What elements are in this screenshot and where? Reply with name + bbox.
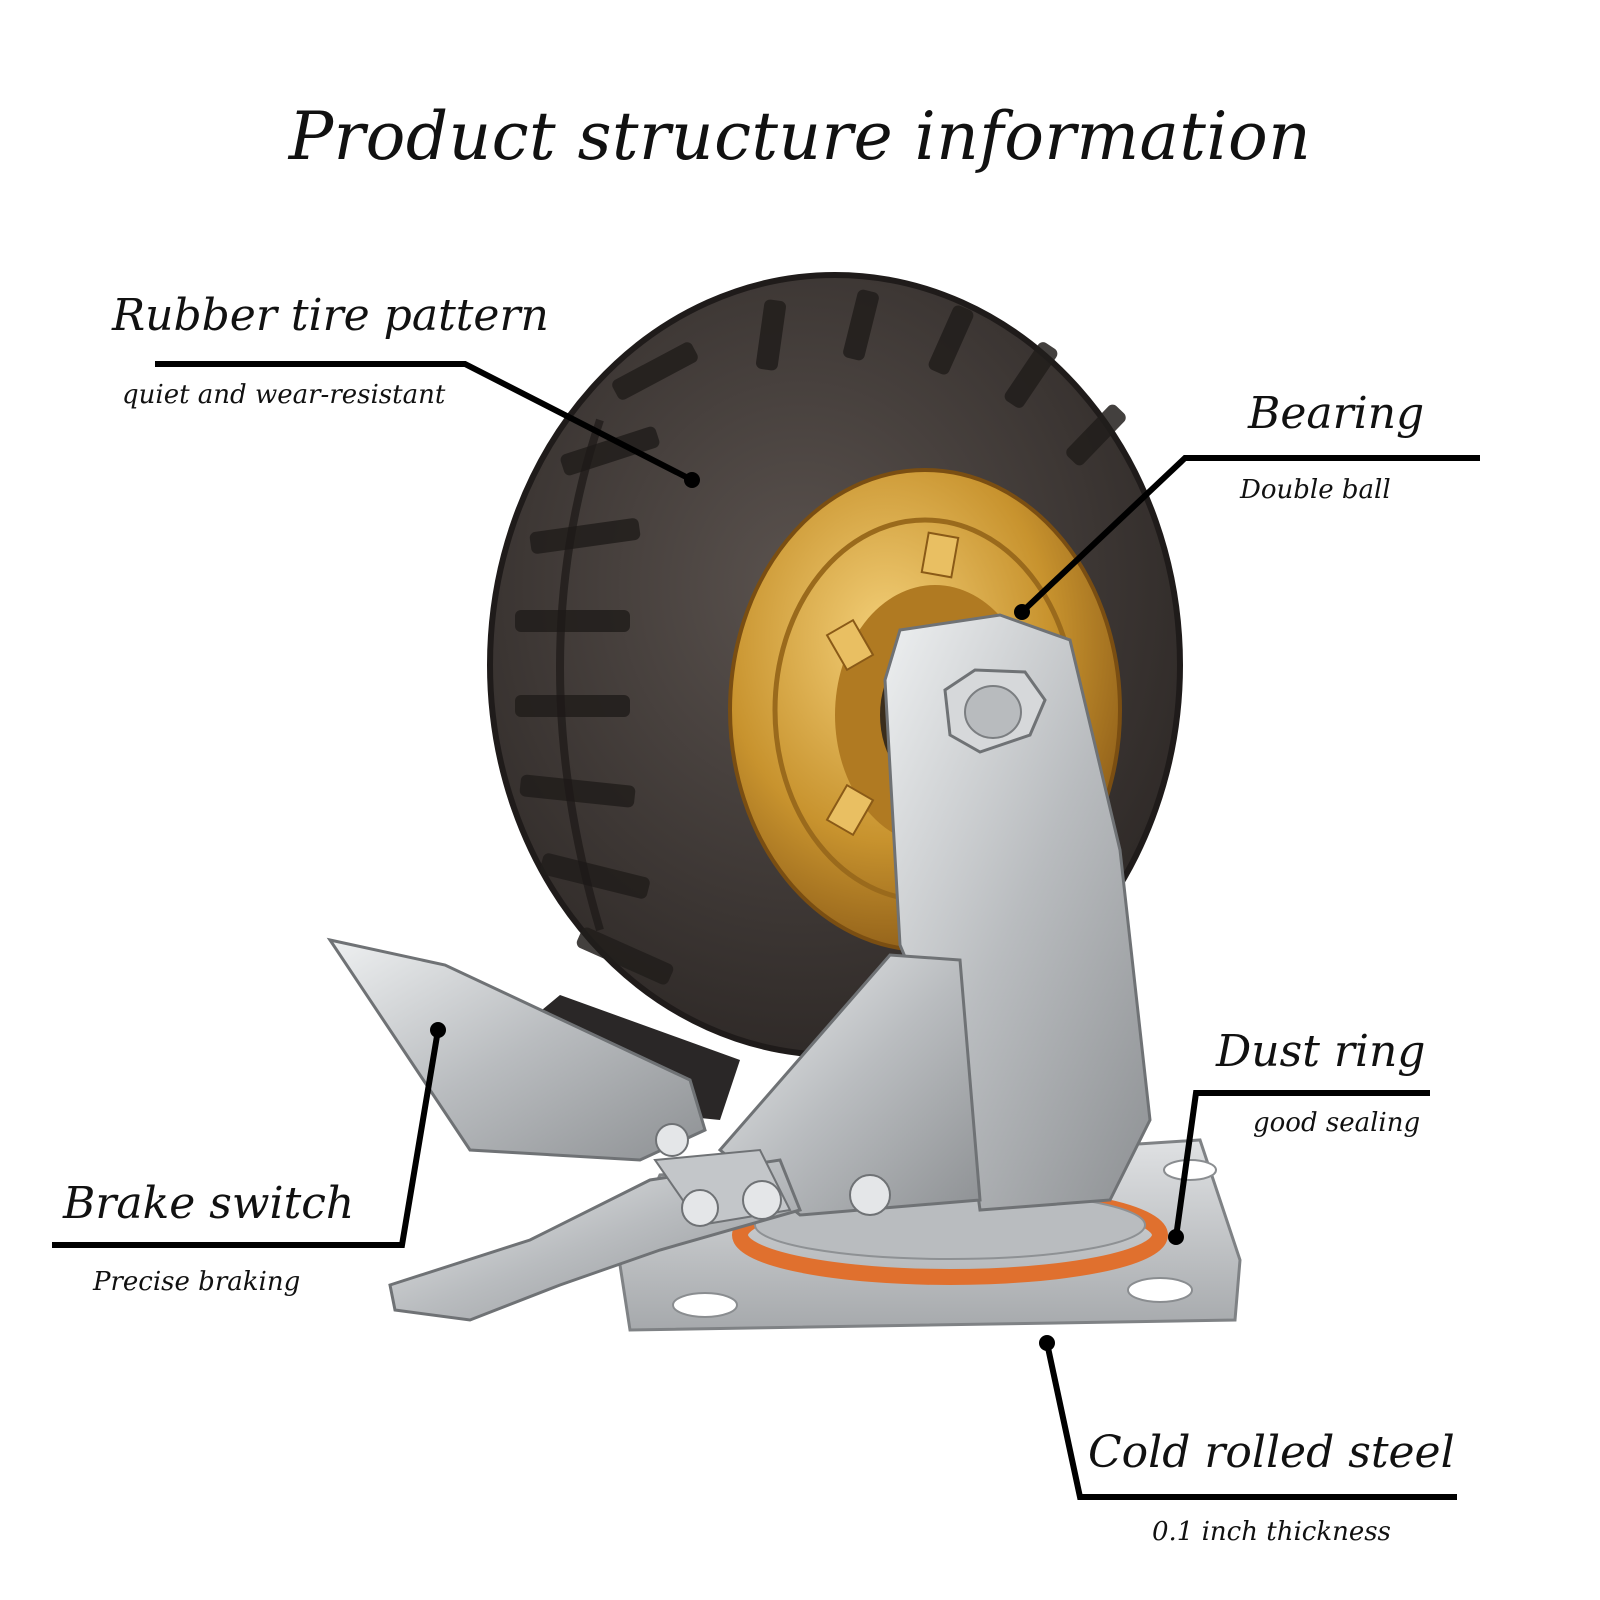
leader-brake-switch: [52, 1029, 441, 1248]
leader-dots: [430, 472, 1184, 1351]
callout-label-cold-rolled-steel: Cold rolled steel: [1088, 1427, 1455, 1478]
brake-lever: [326, 937, 891, 1322]
leader-rubber-tire: [155, 361, 694, 483]
callout-label-rubber-tire: Rubber tire pattern: [112, 290, 549, 341]
callout-sub-rubber-tire: quiet and wear-resistant: [122, 380, 446, 410]
steel-fork: [717, 613, 1152, 1217]
leader-cold-rolled-steel: [1044, 1342, 1457, 1500]
callout-label-bearing: Bearing: [1248, 388, 1425, 439]
callout-sub-brake-switch: Precise braking: [93, 1267, 301, 1297]
callout-label-dust-ring: Dust ring: [1216, 1026, 1426, 1077]
leader-dust-ring: [1173, 1090, 1430, 1238]
leader-bearing: [1019, 455, 1480, 615]
page-title: Product structure information: [288, 98, 1312, 175]
callout-sub-bearing: Double ball: [1240, 475, 1391, 505]
callout-sub-cold-rolled-steel: 0.1 inch thickness: [1152, 1517, 1391, 1547]
callout-sub-dust-ring: good sealing: [1253, 1108, 1421, 1138]
leader-lines: [52, 361, 1480, 1500]
callout-label-brake-switch: Brake switch: [63, 1178, 355, 1229]
